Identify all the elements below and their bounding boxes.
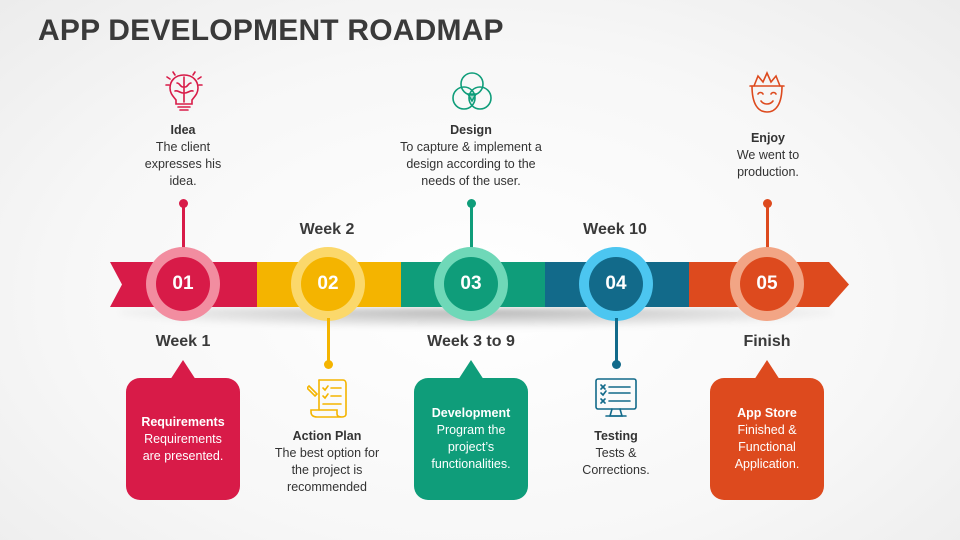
- step-4-number: 04: [589, 257, 643, 311]
- step-2-bottom-label: Action Plan The best option for the proj…: [262, 428, 392, 496]
- step-3-text-line: design according to the: [406, 157, 536, 171]
- step-3-top-label: Design To capture & implement a design a…: [381, 122, 561, 190]
- step-1-box-notch: [170, 360, 196, 380]
- step-1-marker: 01: [146, 247, 220, 321]
- step-3-text-line: To capture & implement a: [400, 140, 542, 154]
- step-5-box: App Store Finished & Functional Applicat…: [710, 378, 824, 500]
- step-3-connector-dot: [467, 199, 476, 208]
- step-2-text-line: the project is: [291, 463, 363, 477]
- page-title: APP DEVELOPMENT ROADMAP: [38, 14, 504, 47]
- step-5-box-line: Functional: [738, 440, 796, 454]
- step-5-box-line: Finished &: [737, 423, 797, 437]
- step-4-text-line: Corrections.: [582, 463, 650, 477]
- monitor-checklist-icon: [595, 378, 637, 417]
- step-4-week: Week 10: [583, 221, 647, 238]
- step-1-box-line: are presented.: [142, 448, 224, 463]
- step-1-box-heading: Requirements: [141, 414, 225, 429]
- step-1-heading: Idea: [170, 123, 196, 137]
- step-3-box-line: functionalities.: [431, 457, 511, 471]
- step-2-text-line: The best option for: [274, 446, 380, 460]
- step-1-box: Requirements Requirements are presented.: [126, 378, 240, 500]
- step-3-box-line: Program the: [436, 423, 506, 437]
- step-4-bottom-label: Testing Tests & Corrections.: [556, 428, 676, 479]
- step-3-connector-line: [470, 204, 473, 252]
- step-3-box-heading: Development: [431, 406, 511, 420]
- venn-design-icon: [452, 72, 492, 110]
- step-5-text-line: production.: [737, 165, 799, 179]
- step-2-heading: Action Plan: [292, 429, 362, 443]
- step-4-text-line: Tests &: [595, 446, 637, 460]
- step-5-box-notch: [754, 360, 780, 380]
- step-3-heading: Design: [450, 123, 492, 137]
- step-5-connector-line: [766, 204, 769, 252]
- step-5-heading: Enjoy: [750, 131, 786, 145]
- step-1-text-line: expresses his: [144, 157, 222, 171]
- step-5-box-heading: App Store: [737, 406, 797, 420]
- step-3-number: 03: [444, 257, 498, 311]
- step-5-number: 05: [740, 257, 794, 311]
- step-1-number: 01: [156, 257, 210, 311]
- step-5-connector-dot: [763, 199, 772, 208]
- step-3-box: Development Program the project’s functi…: [414, 378, 528, 500]
- step-2-marker: 02: [291, 247, 365, 321]
- step-5-box-line: Application.: [734, 457, 800, 471]
- step-2-week: Week 2: [299, 221, 355, 238]
- step-2-text-line: recommended: [287, 480, 367, 494]
- step-4-marker: 04: [579, 247, 653, 321]
- step-3-week: Week 3 to 9: [427, 333, 515, 350]
- step-4-heading: Testing: [594, 429, 638, 443]
- step-4-connector-dot: [612, 360, 621, 369]
- brain-lightbulb-icon: [165, 71, 203, 111]
- step-5-top-label: Enjoy We went to production.: [708, 130, 828, 181]
- step-5-marker: 05: [730, 247, 804, 321]
- step-1-connector-line: [182, 204, 185, 252]
- step-2-number: 02: [301, 257, 355, 311]
- step-1-top-label: Idea The client expresses his idea.: [123, 122, 243, 190]
- step-3-marker: 03: [434, 247, 508, 321]
- step-5-text-line: We went to: [736, 148, 800, 162]
- step-1-connector-dot: [179, 199, 188, 208]
- step-2-connector-line: [327, 318, 330, 364]
- step-1-box-line: Requirements: [144, 431, 222, 446]
- step-1-text-line: The client: [155, 140, 211, 154]
- step-3-box-notch: [458, 360, 484, 380]
- checklist-scroll-icon: [307, 379, 347, 418]
- happy-face-icon: [749, 71, 785, 113]
- step-1-text-line: idea.: [169, 174, 197, 188]
- step-3-text-line: needs of the user.: [421, 174, 521, 188]
- step-1-week: Week 1: [155, 333, 211, 350]
- step-2-connector-dot: [324, 360, 333, 369]
- step-5-week: Finish: [743, 333, 791, 350]
- step-3-box-line: project’s: [447, 440, 495, 454]
- step-4-connector-line: [615, 318, 618, 364]
